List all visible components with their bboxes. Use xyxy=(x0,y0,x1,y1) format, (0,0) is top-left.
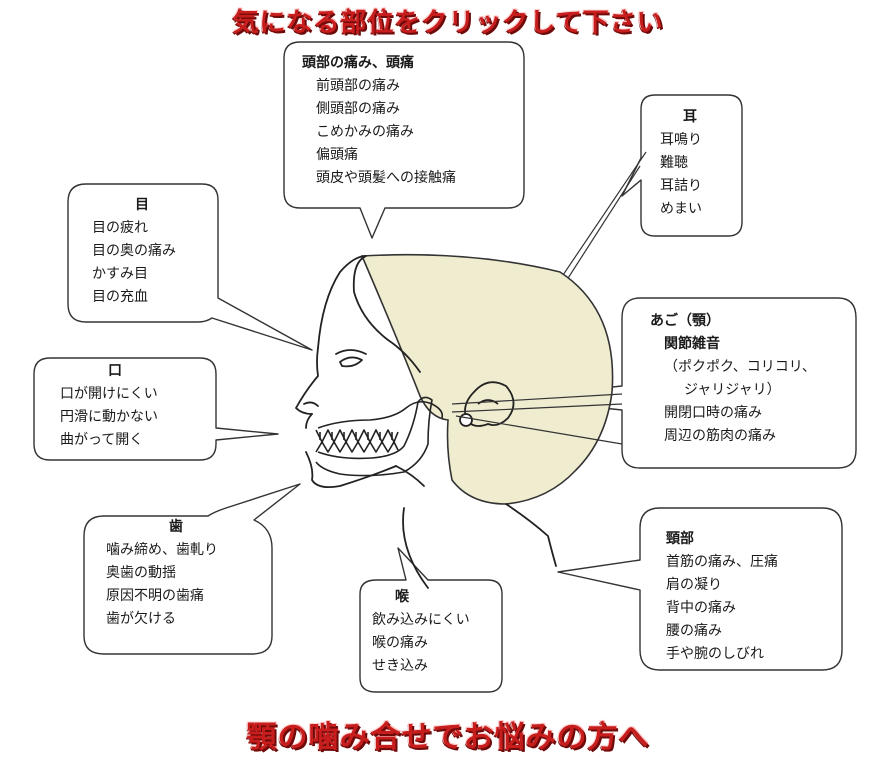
callout-jaw-item: 開閉口時の痛み xyxy=(664,405,762,421)
bubble-throat[interactable] xyxy=(359,547,503,693)
bubble-head[interactable] xyxy=(283,41,525,239)
bubble-neck[interactable] xyxy=(557,507,843,671)
callout-jaw[interactable]: あご（顎） 関節雑音 （ポクポク、コリコリ、 ジャリジャリ） 開閉口時の痛み 周… xyxy=(650,310,816,448)
callout-neck-item: 腰の痛み xyxy=(666,623,722,639)
skull-illustration xyxy=(315,396,444,477)
callout-head-title: 頭部の痛み、頭痛 xyxy=(302,55,414,71)
callout-teeth-title: 歯 xyxy=(169,519,183,535)
callout-bubbles xyxy=(33,41,857,693)
bubble-eye[interactable] xyxy=(67,183,313,351)
callout-jaw-item: 関節雑音 xyxy=(664,336,720,352)
callout-ear-item: 耳詰り xyxy=(660,178,702,194)
callout-eye-item: 目の充血 xyxy=(92,289,148,305)
callout-throat-item: 喉の痛み xyxy=(372,635,428,651)
callout-head-item: 頭皮や頭髪への接触痛 xyxy=(316,170,456,186)
callout-teeth-item: 原因不明の歯痛 xyxy=(106,588,204,604)
callout-eye[interactable]: 目 目の疲れ 目の奥の痛み かすみ目 目の充血 xyxy=(92,194,192,309)
callout-mouth-title: 口 xyxy=(108,363,122,379)
callout-eye-item: かすみ目 xyxy=(92,266,148,282)
callout-neck[interactable]: 頸部 首筋の痛み、圧痛 肩の凝り 背中の痛み 腰の痛み 手や腕のしびれ xyxy=(666,528,778,666)
callout-eye-title: 目 xyxy=(135,197,149,213)
callout-neck-item: 背中の痛み xyxy=(666,600,736,616)
callout-jaw-item: ジャリジャリ） xyxy=(684,382,781,398)
callout-neck-item: 肩の凝り xyxy=(666,577,722,593)
callout-mouth-item: 曲がって開く xyxy=(60,432,144,448)
callout-ear-item: めまい xyxy=(660,201,702,217)
head-highlight-area xyxy=(360,253,614,505)
callout-eye-item: 目の疲れ xyxy=(92,220,148,236)
callout-mouth-item: 口が開けにくい xyxy=(60,386,158,402)
callout-ear-item: 難聴 xyxy=(660,155,688,171)
callout-jaw-item: （ポクポク、コリコリ、 xyxy=(664,359,816,375)
callout-throat-item: 飲み込みにくい xyxy=(372,612,470,628)
callout-mouth[interactable]: 口 口が開けにくい 円滑に動かない 曲がって開く xyxy=(60,360,170,452)
callout-teeth-item: 歯が欠ける xyxy=(106,611,176,627)
callout-head-item: こめかみの痛み xyxy=(316,124,414,140)
callout-ear-item: 耳鳴り xyxy=(660,132,702,148)
callout-teeth-item: 奥歯の動揺 xyxy=(106,565,176,581)
bubble-ear[interactable] xyxy=(621,94,743,237)
callout-throat-title: 喉 xyxy=(395,589,409,605)
callout-head-item: 偏頭痛 xyxy=(316,147,358,163)
callout-ear[interactable]: 耳 耳鳴り 難聴 耳詰り めまい xyxy=(660,106,720,221)
callout-mouth-item: 円滑に動かない xyxy=(60,409,158,425)
callout-neck-item: 首筋の痛み、圧痛 xyxy=(666,554,778,570)
jaw-pointer xyxy=(451,393,623,445)
head-profile xyxy=(295,255,557,589)
callout-ear-title: 耳 xyxy=(683,109,697,125)
bubble-jaw[interactable] xyxy=(507,297,857,469)
banner-top: 気になる部位をクリックして下さい xyxy=(232,8,664,38)
bubble-mouth[interactable] xyxy=(33,357,279,461)
callout-head[interactable]: 頭部の痛み、頭痛 前頭部の痛み 側頭部の痛み こめかみの痛み 偏頭痛 頭皮や頭髪… xyxy=(302,52,456,190)
callout-eye-item: 目の奥の痛み xyxy=(92,243,176,259)
callout-throat-item: せき込み xyxy=(372,658,428,674)
callout-jaw-item: 周辺の筋肉の痛み xyxy=(664,428,776,444)
callout-teeth-item: 噛み締め、歯軋り xyxy=(106,542,218,558)
callout-head-item: 側頭部の痛み xyxy=(316,101,400,117)
callout-neck-item: 手や腕のしびれ xyxy=(666,646,764,662)
callout-neck-title: 頸部 xyxy=(666,531,694,547)
callout-throat[interactable]: 喉 飲み込みにくい 喉の痛み せき込み xyxy=(372,586,470,678)
callout-jaw-title: あご（顎） xyxy=(650,313,720,329)
banner-bottom: 顎の噛み合せでお悩みの方へ xyxy=(246,720,650,755)
bubble-teeth[interactable] xyxy=(83,483,301,655)
callout-teeth[interactable]: 歯 噛み締め、歯軋り 奥歯の動揺 原因不明の歯痛 歯が欠ける xyxy=(106,516,246,631)
callout-head-item: 前頭部の痛み xyxy=(316,78,400,94)
